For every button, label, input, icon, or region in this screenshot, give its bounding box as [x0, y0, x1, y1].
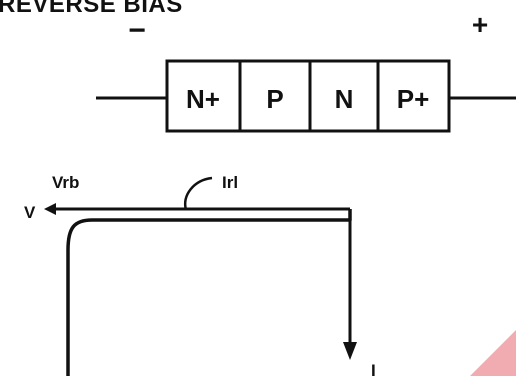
vrb-label: Vrb: [52, 173, 79, 192]
voltage-axis-arrowhead: [44, 203, 56, 215]
segment-label-p: P: [266, 84, 283, 114]
segment-label-p-plus: P+: [397, 84, 430, 114]
irl-label: Irl: [222, 173, 238, 192]
current-axis-arrowhead: [343, 342, 357, 360]
voltage-axis-label: V: [24, 203, 36, 222]
segment-label-n: N: [335, 84, 354, 114]
irl-pointer-line: [183, 176, 213, 211]
watermark-corner: [470, 330, 516, 376]
positive-terminal-sign: +: [472, 9, 488, 40]
reverse-iv-curve: [66, 209, 352, 376]
current-axis-label: I: [371, 361, 376, 376]
negative-terminal-sign: −: [128, 14, 146, 47]
diagram-title: REVERSE BIAS: [0, 0, 183, 18]
device-body: [165, 59, 451, 133]
segment-label-n-plus: N+: [186, 84, 220, 114]
